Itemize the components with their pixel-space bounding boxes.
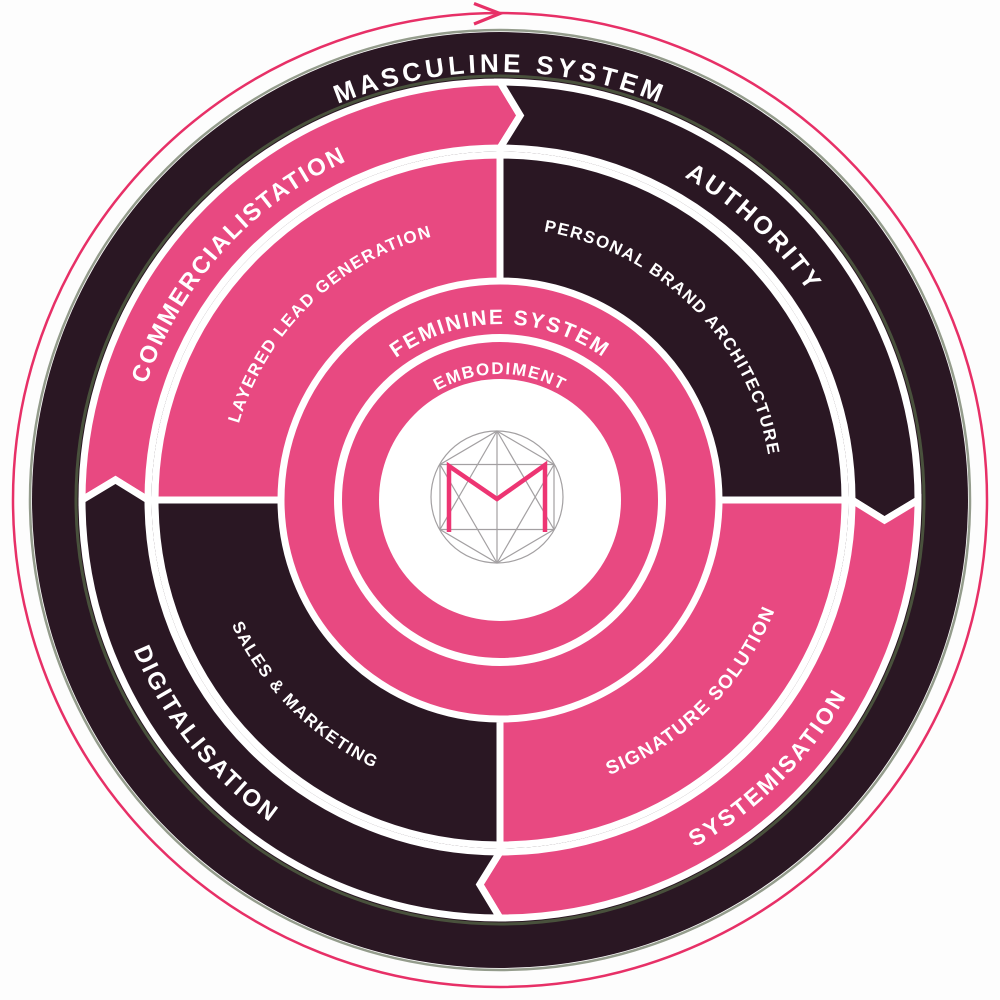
middle-quadrant-sales-marketing [151, 496, 504, 849]
outer-quadrant-digitalisation [78, 475, 507, 922]
envelope-m-stroke [446, 460, 548, 532]
center-core-disc [379, 379, 621, 621]
outer-shadow-ring [28, 28, 972, 972]
middle-quadrant-signature-solution [496, 496, 849, 849]
middle-quadrant-layered-lead-generation [151, 151, 504, 504]
middle-quadrant-personal-brand-architecture [496, 151, 849, 504]
clockwise-arrow-icon [473, 2, 505, 26]
inner-shadow-ring [74, 74, 926, 926]
embodiment-ring-separator [334, 334, 666, 666]
geometric-envelope-emblem-icon [430, 430, 564, 564]
